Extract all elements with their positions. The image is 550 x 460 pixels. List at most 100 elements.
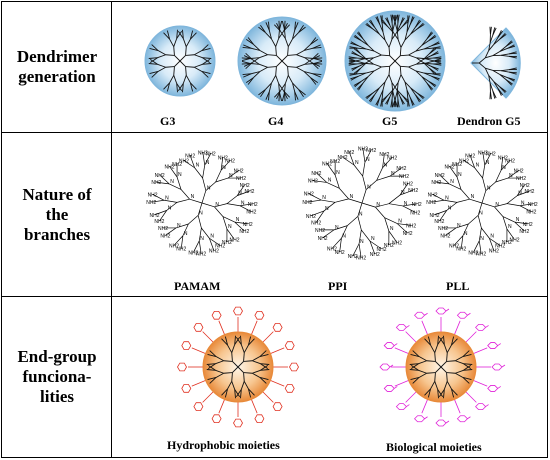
svg-text:NH2: NH2 [440, 233, 450, 239]
svg-text:NH2: NH2 [344, 150, 354, 156]
svg-text:N: N [210, 233, 214, 239]
svg-text:NH2: NH2 [379, 152, 389, 158]
svg-text:N: N [191, 194, 195, 200]
svg-text:NH2: NH2 [412, 202, 422, 208]
svg-text:NH2: NH2 [306, 214, 316, 220]
svg-text:N: N [479, 210, 483, 216]
svg-text:NH2: NH2 [165, 164, 175, 170]
svg-text:NH2: NH2 [206, 152, 216, 158]
svg-text:NH2: NH2 [384, 243, 394, 249]
svg-text:NH2: NH2 [236, 176, 246, 182]
svg-text:N: N [486, 160, 490, 166]
svg-text:NH2: NH2 [160, 233, 170, 239]
svg-text:N: N [241, 201, 245, 207]
svg-text:NH2: NH2 [209, 248, 219, 254]
svg-text:N: N [450, 179, 454, 185]
svg-text:N: N [398, 219, 402, 225]
svg-text:NH2: NH2 [176, 247, 186, 253]
svg-text:N: N [445, 195, 449, 201]
caption-g4: G4 [268, 114, 284, 128]
svg-text:NH2: NH2 [198, 150, 208, 156]
svg-text:NH2: NH2 [403, 231, 413, 237]
svg-text:NH2: NH2 [146, 200, 156, 206]
svg-text:N: N [359, 211, 363, 217]
column-divider [111, 2, 112, 457]
svg-text:NH2: NH2 [502, 240, 512, 246]
svg-text:NH2: NH2 [410, 210, 420, 216]
svg-text:N: N [448, 205, 452, 211]
svg-text:NH2: NH2 [520, 183, 530, 189]
svg-text:N: N [206, 160, 210, 166]
svg-text:NH2: NH2 [366, 148, 376, 154]
svg-text:NH2: NH2 [179, 158, 189, 164]
endgroup-illustrations [177, 306, 506, 428]
svg-text:NH2: NH2 [308, 179, 318, 185]
svg-text:N: N [360, 239, 364, 245]
svg-text:NH2: NH2 [196, 252, 206, 258]
svg-text:NH2: NH2 [304, 192, 314, 198]
svg-text:NH2: NH2 [240, 183, 250, 189]
svg-text:NH2: NH2 [406, 223, 416, 229]
label-line: the [45, 204, 69, 224]
svg-text:N: N [184, 231, 188, 237]
label-line: funciona- [22, 367, 92, 386]
svg-text:NH2: NH2 [348, 254, 358, 260]
svg-text:N: N [207, 186, 211, 192]
svg-text:NH2: NH2 [215, 244, 225, 250]
svg-text:NH2: NH2 [377, 247, 387, 253]
svg-text:NH2: NH2 [445, 164, 455, 170]
caption-hydrophobic: Hydrophobic moieties [167, 438, 280, 452]
svg-text:NH2: NH2 [315, 228, 325, 234]
svg-text:NH2: NH2 [225, 159, 235, 165]
svg-text:NH2: NH2 [465, 154, 475, 160]
label-line: generation [18, 67, 96, 86]
svg-text:N: N [196, 163, 200, 169]
svg-text:NH2: NH2 [148, 192, 158, 198]
svg-text:N: N [222, 165, 226, 171]
label-line: Nature of [22, 184, 92, 204]
svg-text:NH2: NH2 [158, 226, 168, 232]
svg-text:N: N [178, 172, 182, 178]
svg-text:NH2: NH2 [528, 202, 538, 208]
svg-text:N: N [521, 201, 525, 207]
svg-text:NH2: NH2 [327, 247, 337, 253]
svg-text:N: N [328, 177, 332, 183]
svg-text:N: N [238, 191, 242, 197]
svg-text:NH2: NH2 [434, 219, 444, 225]
svg-text:N: N [502, 165, 506, 171]
svg-text:N: N [458, 172, 462, 178]
svg-text:NH2: NH2 [476, 252, 486, 258]
svg-text:N: N [495, 202, 499, 208]
svg-text:N: N [404, 201, 408, 207]
svg-text:NH2: NH2 [489, 248, 499, 254]
svg-text:NH2: NH2 [498, 155, 508, 161]
caption-ppi: PPI [328, 279, 348, 293]
caption-dendron-g5: Dendron G5 [457, 114, 521, 128]
svg-text:N: N [476, 163, 480, 169]
svg-text:NH2: NH2 [509, 238, 519, 244]
svg-text:NH2: NH2 [399, 174, 409, 180]
svg-text:N: N [229, 173, 233, 179]
svg-text:NH2: NH2 [330, 159, 340, 165]
svg-text:N: N [509, 173, 513, 179]
label-line: branches [23, 224, 91, 244]
caption-biological: Biological moieties [386, 440, 482, 454]
label-line: End-group [17, 347, 97, 366]
svg-text:NH2: NH2 [431, 180, 441, 186]
svg-text:NH2: NH2 [392, 240, 402, 246]
svg-text:NH2: NH2 [505, 159, 515, 165]
svg-text:NH2: NH2 [438, 226, 448, 232]
svg-text:N: N [200, 236, 204, 242]
svg-text:NH2: NH2 [356, 256, 366, 262]
svg-text:NH2: NH2 [311, 221, 321, 227]
svg-text:N: N [342, 233, 346, 239]
svg-text:NH2: NH2 [155, 173, 165, 179]
svg-text:NH2: NH2 [335, 250, 345, 256]
row-divider-2 [2, 296, 547, 297]
svg-text:NH2: NH2 [337, 155, 347, 161]
svg-text:N: N [464, 231, 468, 237]
svg-text:NH2: NH2 [456, 247, 466, 253]
caption-pll: PLL [446, 279, 470, 293]
